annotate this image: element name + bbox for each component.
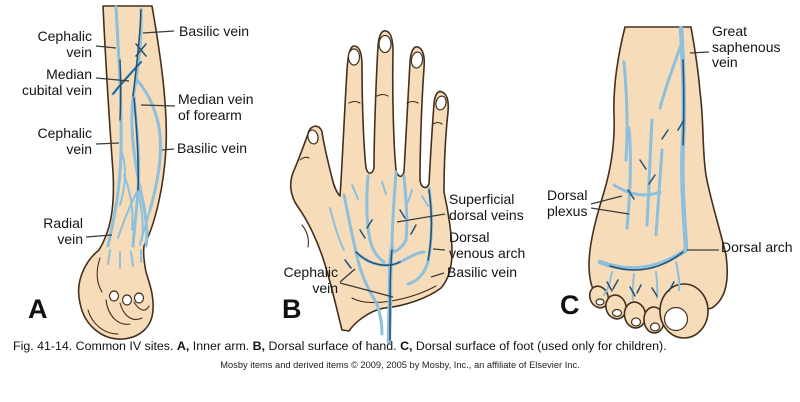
label-great-saphenous-vein: Great saphenous vein xyxy=(712,23,781,70)
caption-text: Dorsal surface of hand. xyxy=(265,339,401,353)
label-dorsal-venous-arch: Dorsal venous arch xyxy=(449,229,526,261)
label-dorsal-arch: Dorsal arch xyxy=(721,239,793,255)
caption-panel-a-ref: A, xyxy=(176,339,190,353)
copyright-credit: Mosby items and derived items © 2009, 20… xyxy=(220,360,580,370)
arm-illustration xyxy=(77,5,168,340)
label-cephalic-vein-upper: Cephalic vein xyxy=(37,28,92,60)
label-cephalic-vein-lower: Cephalic vein xyxy=(37,125,92,157)
label-superficial-dorsal-veins: Superficial dorsal veins xyxy=(449,191,524,223)
pointer-lines xyxy=(85,30,719,298)
label-cephalic-vein-hand: Cephalic vein xyxy=(283,264,338,296)
label-radial-vein: Radial vein xyxy=(43,215,83,247)
panel-letter-b: B xyxy=(282,294,302,324)
caption-panel-c-ref: C, xyxy=(400,339,413,353)
figure-caption: Fig. 41-14. Common IV sites. A, Inner ar… xyxy=(13,339,667,353)
caption-text: Fig. 41-14. Common IV sites. xyxy=(13,339,177,353)
hand-illustration xyxy=(289,30,453,345)
label-median-vein-of-forearm: Median vein of forearm xyxy=(178,91,254,123)
caption-panel-b-ref: B, xyxy=(252,339,266,353)
panel-letter-a: A xyxy=(28,294,48,324)
panel-letter-c: C xyxy=(560,290,580,320)
foot-illustration xyxy=(588,25,728,339)
label-basilic-vein-lower: Basilic vein xyxy=(177,140,248,156)
label-dorsal-plexus: Dorsal plexus xyxy=(547,187,588,219)
caption-text: Inner arm. xyxy=(189,339,253,353)
label-basilic-vein-hand: Basilic vein xyxy=(447,264,518,280)
label-median-cubital-vein: Median cubital vein xyxy=(21,66,92,98)
caption-text: Dorsal surface of foot (used only for ch… xyxy=(412,339,667,353)
label-basilic-vein-upper: Basilic vein xyxy=(179,23,250,39)
